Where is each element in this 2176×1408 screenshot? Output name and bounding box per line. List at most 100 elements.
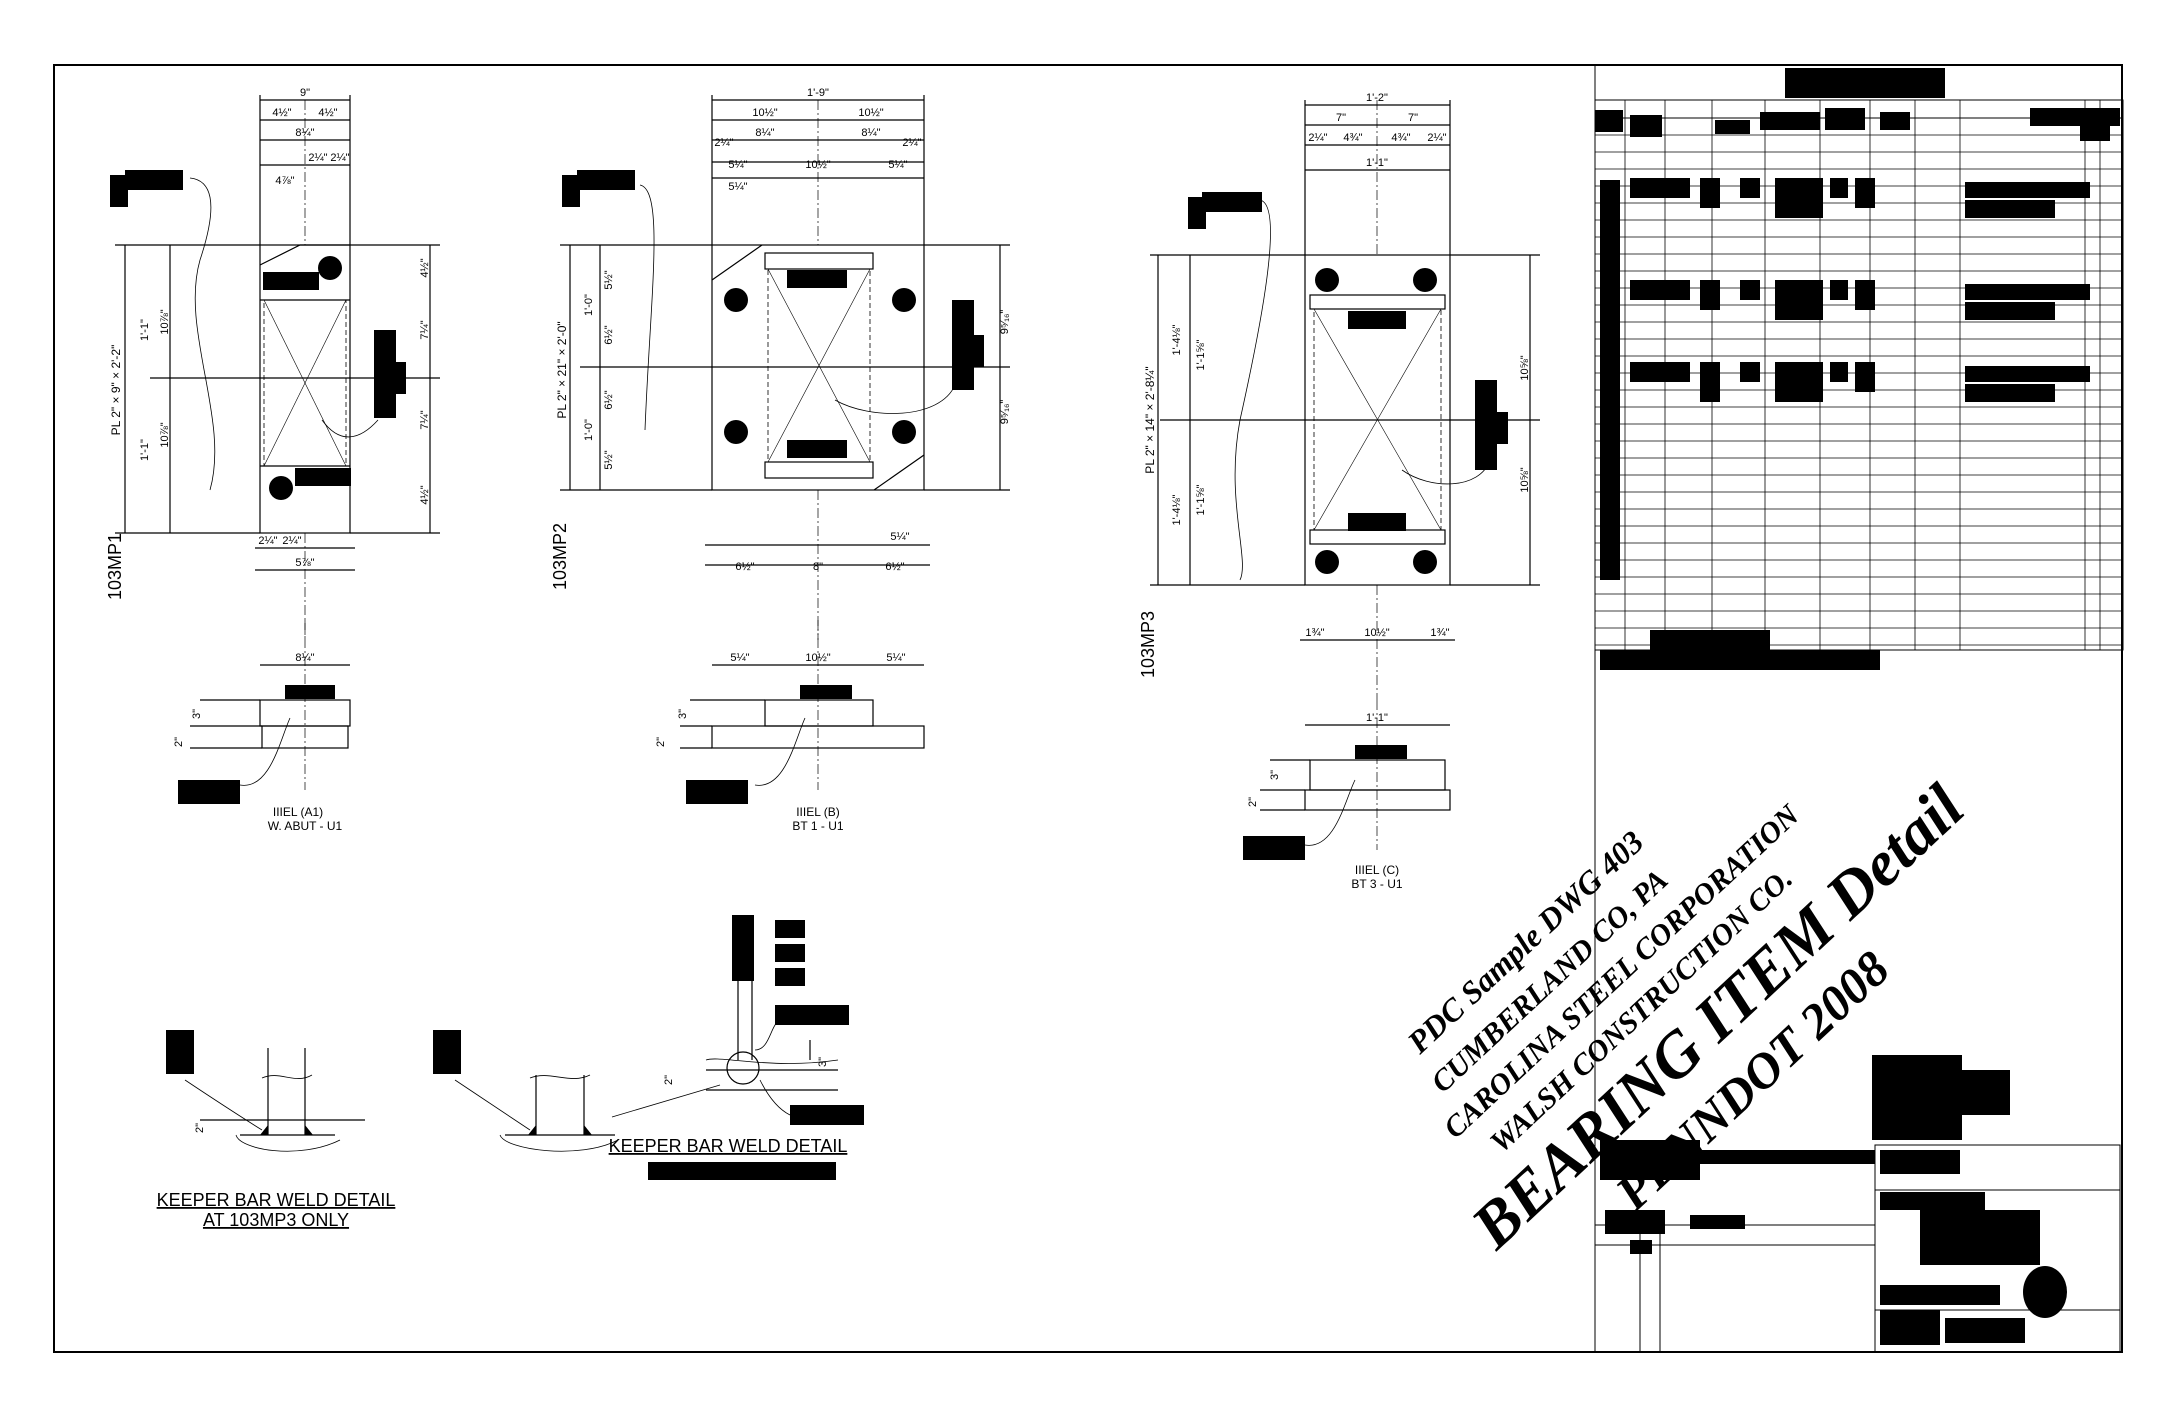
redaction-block bbox=[790, 1105, 864, 1125]
redaction-block bbox=[775, 1005, 849, 1025]
dim-label: 6½" bbox=[735, 561, 754, 573]
dim-label: 7¼" bbox=[419, 410, 431, 429]
dim-label: 10⅞" bbox=[159, 422, 171, 447]
dim-label: 5¼" bbox=[890, 531, 909, 543]
dim-label: 4¾" bbox=[1391, 132, 1410, 144]
redaction-block bbox=[1965, 284, 2090, 300]
plate-callout: PL 2" × 14" × 2'-8¼" bbox=[1143, 366, 1157, 473]
redaction-block bbox=[1880, 1310, 1940, 1345]
dim-label: 4½" bbox=[419, 485, 431, 504]
mark-label: 103MP1 bbox=[105, 533, 125, 600]
redaction-block bbox=[110, 175, 128, 207]
redaction-block bbox=[787, 270, 847, 288]
redaction-block bbox=[1700, 178, 1720, 208]
redaction-block bbox=[374, 330, 396, 418]
dim-label: 9⁵⁄₁₆" bbox=[999, 400, 1011, 425]
mark-label: 103MP2 bbox=[550, 523, 570, 590]
redaction-block bbox=[1700, 280, 1720, 310]
redaction-block bbox=[1855, 362, 1875, 392]
anchor-hole bbox=[892, 288, 916, 312]
dim-label: 3" bbox=[1269, 770, 1281, 780]
redaction-block bbox=[1775, 362, 1823, 402]
dim-label: 2" bbox=[655, 737, 667, 747]
anchor-hole bbox=[1315, 268, 1339, 292]
plan-103mp3-marks bbox=[1188, 192, 1508, 574]
redaction-block bbox=[1690, 1150, 1875, 1164]
redaction-block bbox=[1872, 1055, 1962, 1140]
redaction-block bbox=[1630, 362, 1690, 382]
redaction-block bbox=[1188, 197, 1206, 229]
elevation-title: IIIEL (C) bbox=[1355, 863, 1399, 877]
dim-label: 2¼" bbox=[1308, 132, 1327, 144]
redaction-block bbox=[577, 170, 635, 190]
dim-label: 5½" bbox=[603, 270, 615, 289]
redaction-block bbox=[1965, 366, 2090, 382]
plan-103mp1-text: 9" 4½" 4½" 8¼" 2¼" 2¼" 4⅞" 1'-1" 1'-1" 1… bbox=[105, 87, 431, 600]
plan-103mp1 bbox=[115, 95, 440, 640]
dim-label: 1'-1" bbox=[139, 319, 151, 341]
dim-label: 1¾" bbox=[1305, 627, 1324, 639]
plan-103mp2 bbox=[560, 95, 1010, 640]
redaction-block bbox=[1785, 68, 1945, 98]
redaction-block bbox=[1740, 362, 1760, 382]
redaction-block bbox=[775, 920, 805, 938]
anchor-hole bbox=[724, 288, 748, 312]
dim-label: 5⅞" bbox=[295, 557, 314, 569]
plan-103mp1-marks bbox=[110, 170, 406, 500]
redaction-block bbox=[1855, 280, 1875, 310]
redaction-block bbox=[1650, 630, 1770, 652]
dim-label: 5¼" bbox=[728, 181, 747, 193]
dim-label: 2¼" bbox=[282, 535, 301, 547]
dim-label: 2¼" bbox=[902, 137, 921, 149]
redaction-block bbox=[686, 780, 748, 804]
dim-label: 8¼" bbox=[295, 127, 314, 139]
redaction-block bbox=[1760, 112, 1820, 130]
redaction-block bbox=[1600, 650, 1880, 670]
redaction-block bbox=[1630, 178, 1690, 198]
redaction-block bbox=[1690, 1215, 1745, 1229]
dim-label: 1'-1" bbox=[139, 439, 151, 461]
anchor-hole bbox=[269, 476, 293, 500]
redaction-block bbox=[968, 335, 984, 367]
redaction-block bbox=[1630, 115, 1662, 137]
elevation-title: IIIEL (B) bbox=[796, 805, 840, 819]
redaction-block bbox=[166, 1030, 194, 1074]
title-block-redactions bbox=[1600, 1055, 2067, 1345]
dim-label: 2¼" bbox=[714, 137, 733, 149]
dim-label: 10½" bbox=[805, 652, 830, 664]
dim-label: 2¼" bbox=[1427, 132, 1446, 144]
dim-label: 4¾" bbox=[1343, 132, 1362, 144]
redaction-block bbox=[648, 1162, 836, 1180]
dim-label: 1'-1" bbox=[1366, 712, 1388, 724]
redaction-block bbox=[1630, 1240, 1652, 1254]
elevation-c bbox=[1260, 700, 1451, 850]
dim-label: 1'-1⅝" bbox=[1195, 339, 1207, 370]
dim-label: 4⅞" bbox=[275, 175, 294, 187]
dim-label: 1'-1" bbox=[1366, 157, 1388, 169]
plan-103mp2-text: 1'-9" 10½" 10½" 8¼" 8¼" 2¼" 2¼" 5¼" 10½"… bbox=[550, 87, 1011, 590]
dim-label: 1'-1⅝" bbox=[1195, 484, 1207, 515]
redaction-block bbox=[178, 780, 240, 804]
dim-label: 7¼" bbox=[419, 320, 431, 339]
redaction-block bbox=[1630, 280, 1690, 300]
redaction-block bbox=[1740, 178, 1760, 198]
redaction-block bbox=[800, 685, 852, 699]
dim-label: 1'-4⅛" bbox=[1171, 324, 1183, 355]
redaction-block bbox=[1348, 513, 1406, 531]
weld-detail-right-text: 2" 3" KEEPER BAR WELD DETAIL bbox=[609, 1057, 848, 1156]
redaction-block bbox=[1775, 178, 1823, 218]
elevation-b bbox=[680, 620, 925, 790]
dim-label: 2¼" bbox=[330, 152, 349, 164]
mark-label: 103MP3 bbox=[1138, 611, 1158, 678]
dim-label: 5¼" bbox=[886, 652, 905, 664]
dim-label: 1¾" bbox=[1430, 627, 1449, 639]
plan-103mp2-marks bbox=[562, 170, 984, 458]
redaction-block bbox=[125, 170, 183, 190]
redaction-block bbox=[1880, 112, 1910, 130]
dim-label: 2" bbox=[194, 1123, 206, 1133]
dim-label: 3" bbox=[677, 709, 689, 719]
redaction-block bbox=[1960, 1070, 2010, 1115]
dim-label: 10½" bbox=[1364, 627, 1389, 639]
elevation-subtitle: BT 3 - U1 bbox=[1351, 877, 1402, 891]
elevation-c-text: 1'-1" 3" 2" IIIEL (C) BT 3 - U1 bbox=[1247, 712, 1403, 891]
